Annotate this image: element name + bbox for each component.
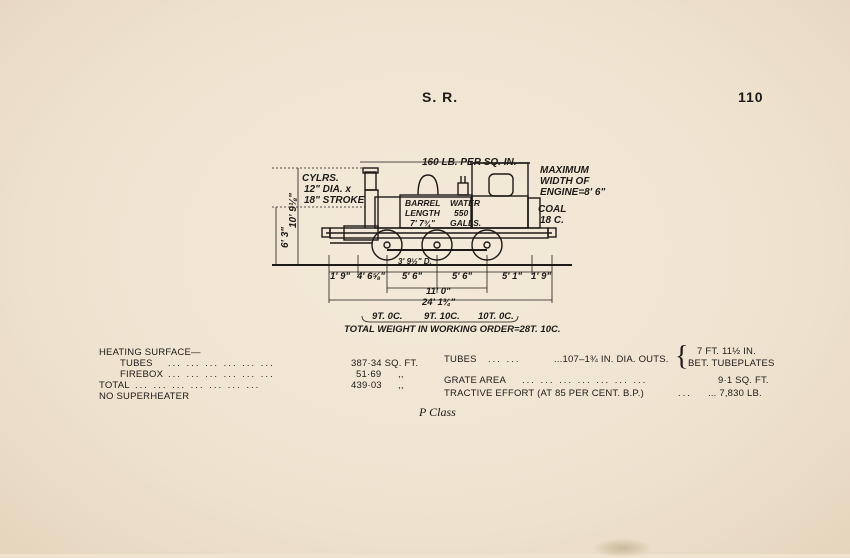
class-caption: P Class <box>419 405 456 419</box>
total-weight: TOTAL WEIGHT IN WORKING ORDER=28T. 10C. <box>344 324 561 335</box>
dim-front-overhang: 1' 9" <box>330 271 350 282</box>
dim-rear-to-buffer: 5' 1" <box>502 271 522 282</box>
dim-front-to-cylinder: 4' 6⅝" <box>356 271 385 282</box>
wheel-diameter: 3' 9½" D. <box>398 257 432 266</box>
axle-weight-1: 9T. 0C. <box>372 311 402 322</box>
grate-area-value: 9·1 SQ. FT. <box>718 375 769 386</box>
firebox-label: FIREBOX <box>120 369 164 380</box>
dim-total-wheelbase: 11' 0" <box>426 286 451 297</box>
water-label-2: 550 <box>454 208 468 218</box>
pressure-label: 160 LB. PER SQ. IN. <box>422 157 516 168</box>
railway-heading: S. R. <box>422 89 459 105</box>
total-label: TOTAL <box>99 380 130 391</box>
height-boiler: 6' 3" <box>280 227 291 248</box>
axle-weight-2: 9T. 10C. <box>424 311 460 322</box>
heating-surface-label: HEATING SURFACE— <box>99 347 201 358</box>
total-leader-dots: ... ... ... ... ... ... ... <box>135 380 261 391</box>
grate-area-label: GRATE AREA <box>444 375 507 386</box>
cylinder-label-3: 18" STROKE <box>304 195 365 206</box>
tubes-heating-value: 387·34 SQ. FT. <box>351 358 419 369</box>
axle-weight-3: 10T. 0C. <box>478 311 514 322</box>
page-number: 110 <box>738 89 764 105</box>
barrel-label-1: BARREL <box>405 198 440 208</box>
dim-wheelbase-1: 5' 6" <box>402 271 422 282</box>
tractive-effort-leader-dots: ... <box>678 388 692 399</box>
barrel-label-3: 7' 7¾" <box>410 218 436 228</box>
total-value: 439·03 <box>351 380 382 391</box>
firebox-ditto: ,, <box>398 369 404 380</box>
tractive-effort-value: ... 7,830 LB. <box>708 388 762 399</box>
total-ditto: ,, <box>398 380 404 391</box>
page-stain <box>592 538 652 558</box>
tubes-leader-dots: ... ... ... ... ... ... <box>168 358 275 369</box>
tubes-count-value: ...107–1¾ IN. DIA. OUTS. <box>554 354 669 365</box>
tubes-label: TUBES <box>120 358 153 369</box>
dim-total-length: 24' 1¾" <box>421 297 456 308</box>
cylinder-label-1: CYLRS. <box>302 173 339 184</box>
coal-label-2: 18 C. <box>540 215 564 226</box>
superheater-note: NO SUPERHEATER <box>99 391 190 402</box>
cylinder-label-2: 12" DIA. x <box>304 184 351 195</box>
max-width-label-1: MAXIMUM <box>540 165 590 176</box>
firebox-leader-dots: ... ... ... ... ... ... <box>168 369 275 380</box>
coal-label-1: COAL <box>538 204 566 215</box>
grate-area-leader-dots: ... ... ... ... ... ... ... <box>522 375 648 386</box>
dim-wheelbase-2: 5' 6" <box>452 271 472 282</box>
locomotive-outline <box>272 162 572 266</box>
max-width-label-3: ENGINE=8' 6" <box>540 187 605 198</box>
tubes-count-leader-dots: ... ... <box>488 354 521 365</box>
tubes-count-label: TUBES <box>444 354 477 365</box>
tractive-effort-label: TRACTIVE EFFORT (AT 85 PER CENT. B.P.) <box>444 388 644 399</box>
firebox-value: 51·69 <box>356 369 382 380</box>
dimension-lines <box>272 161 553 323</box>
height-overall: 10' 9⅛" <box>288 193 299 228</box>
barrel-label-2: LENGTH <box>405 208 441 218</box>
brace-glyph: { <box>675 341 689 372</box>
tubeplates-length: 7 FT. 11½ IN. <box>697 346 756 357</box>
water-label-3: GALLS. <box>450 218 481 228</box>
water-label-1: WATER <box>450 198 481 208</box>
max-width-label-2: WIDTH OF <box>540 176 590 187</box>
dim-rear-overhang: 1' 9" <box>531 271 551 282</box>
tubeplates-note: BET. TUBEPLATES <box>688 358 775 369</box>
